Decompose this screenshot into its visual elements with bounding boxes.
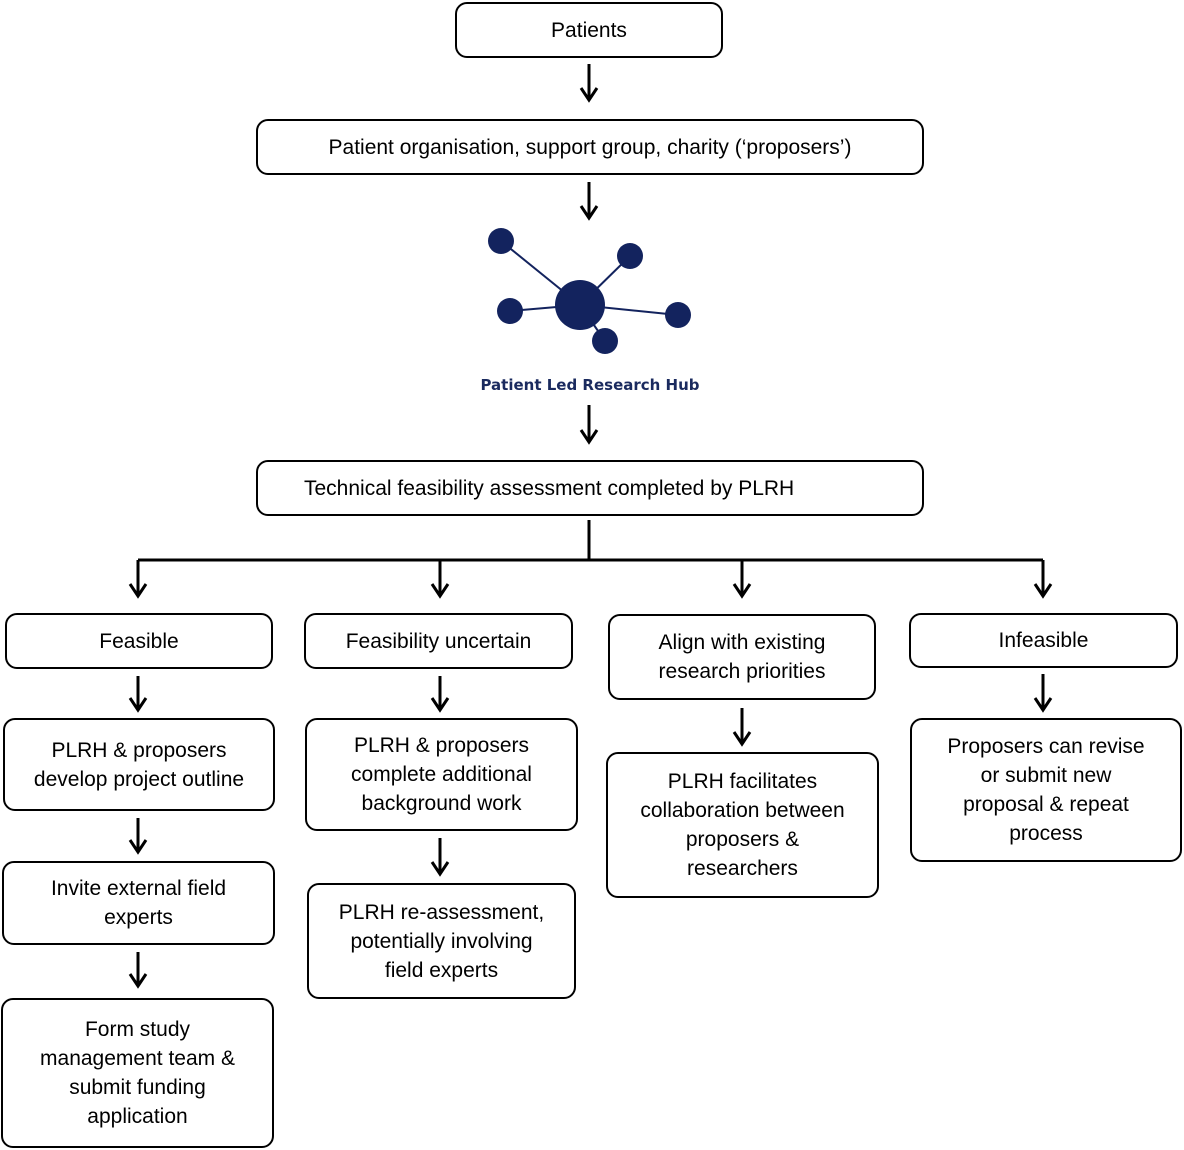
align-box: Align with existing research priorities — [608, 614, 876, 700]
patients-box: Patients — [455, 2, 723, 58]
hub-node-top-left — [488, 228, 514, 254]
facilitates-label: PLRH facilitates collaboration between p… — [640, 770, 845, 880]
hub-node-center — [555, 280, 605, 330]
assessment-box: Technical feasibility assessment complet… — [256, 460, 924, 516]
form-team-label: Form study management team & submit fund… — [40, 1018, 235, 1128]
assessment-label: Technical feasibility assessment complet… — [304, 476, 795, 500]
patients-label: Patients — [551, 18, 627, 42]
plrh-network-logo — [488, 228, 691, 354]
hub-name-label: Patient Led Research Hub — [480, 376, 700, 394]
proposers-box: Patient organisation, support group, cha… — [256, 119, 924, 175]
feasible-box: Feasible — [5, 613, 273, 669]
develop-outline-box: PLRH & proposers develop project outline — [3, 718, 275, 811]
reassessment-box: PLRH re-assessment, potentially involvin… — [307, 883, 576, 999]
infeasible-label: Infeasible — [998, 629, 1089, 652]
form-team-box: Form study management team & submit fund… — [1, 998, 274, 1148]
uncertain-label: Feasibility uncertain — [345, 629, 532, 653]
revise-label: Proposers can revise or submit new propo… — [947, 735, 1145, 845]
feasible-label: Feasible — [99, 629, 179, 653]
invite-experts-label: Invite external field experts — [50, 877, 227, 929]
uncertain-box: Feasibility uncertain — [304, 613, 573, 669]
proposers-label: Patient organisation, support group, cha… — [328, 135, 852, 159]
revise-box: Proposers can revise or submit new propo… — [910, 718, 1182, 862]
infeasible-box: Infeasible — [909, 613, 1178, 668]
invite-experts-box: Invite external field experts — [2, 861, 275, 945]
hub-node-right — [665, 302, 691, 328]
background-work-label: PLRH & proposers complete additional bac… — [351, 734, 532, 815]
background-work-box: PLRH & proposers complete additional bac… — [305, 718, 578, 831]
develop-outline-label: PLRH & proposers develop project outline — [33, 738, 245, 791]
reassessment-label: PLRH re-assessment, potentially involvin… — [338, 900, 545, 982]
hub-node-top-right — [617, 243, 643, 269]
hub-node-bottom — [592, 328, 618, 354]
align-label: Align with existing research priorities — [658, 631, 826, 683]
facilitates-box: PLRH facilitates collaboration between p… — [606, 752, 879, 898]
hub-node-left — [497, 298, 523, 324]
